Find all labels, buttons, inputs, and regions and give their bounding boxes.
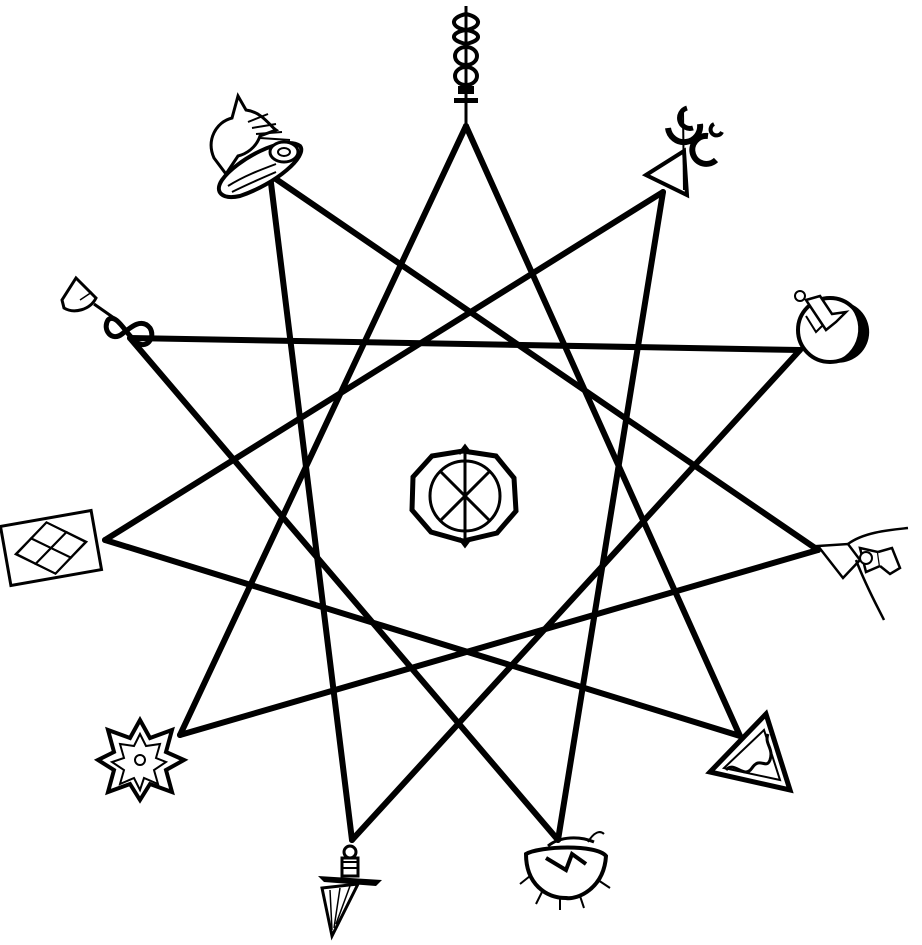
dragon-on-log-icon (211, 96, 301, 197)
star-line (130, 338, 800, 350)
circle-with-crossed-arrow-icon (412, 446, 516, 546)
star-line (105, 540, 740, 736)
star-line (180, 550, 818, 735)
star-line (270, 175, 352, 840)
star-line (466, 126, 740, 736)
spiked-cauldron-icon (520, 832, 610, 910)
dagger-icon (318, 846, 382, 936)
caduceus-sword-icon (454, 6, 478, 124)
bird-moon-icon (795, 291, 869, 363)
moon-triangle-icon (646, 108, 722, 195)
chalice-infinity-icon (62, 278, 152, 345)
serpent-triangle-icon (710, 714, 790, 790)
star-line (180, 126, 466, 735)
star-line (105, 192, 663, 540)
hanging-figure-icon (818, 528, 908, 620)
diamond-grid-rectangle-icon (0, 510, 101, 585)
eight-point-star-icon (98, 720, 184, 800)
